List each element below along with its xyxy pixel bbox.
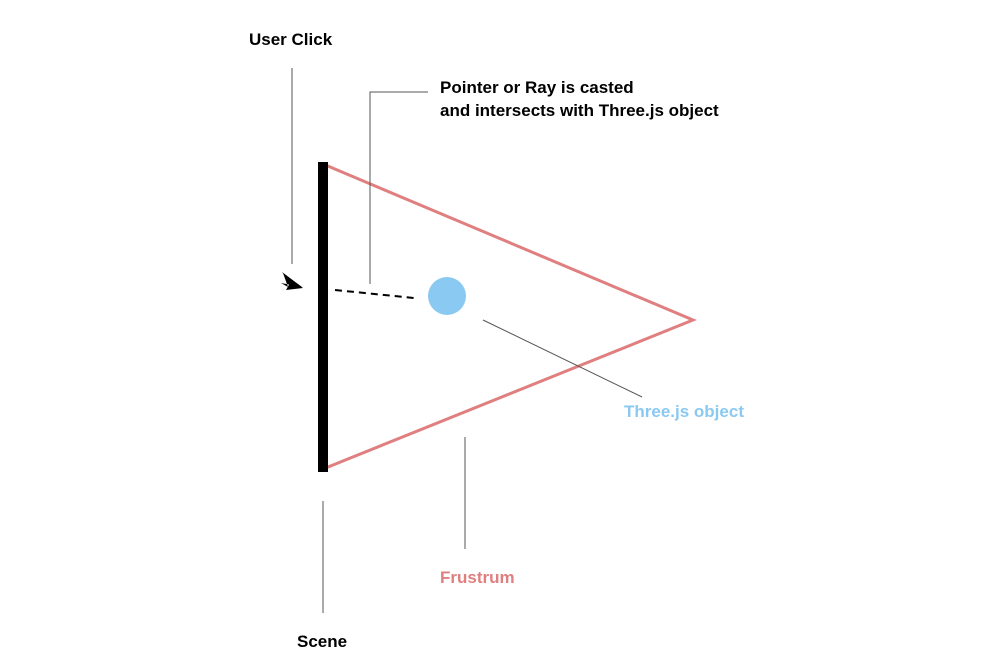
pointer-ray-label: Pointer or Ray is casted and intersects … xyxy=(440,76,719,122)
scene-label: Scene xyxy=(297,632,348,651)
threejs-object-label: Three.js object xyxy=(624,402,744,421)
threejs-object-circle xyxy=(428,277,466,315)
frustum-label: Frustrum xyxy=(440,568,515,587)
pointer-ray-label-line2: and intersects with Three.js object xyxy=(440,101,719,120)
ray-line xyxy=(334,289,415,299)
cursor-arrow-icon xyxy=(281,272,303,290)
object-leader xyxy=(482,319,643,398)
pointer-ray-label-line1: Pointer or Ray is casted xyxy=(440,78,634,97)
user-click-label: User Click xyxy=(249,30,333,49)
scene-bar xyxy=(318,162,328,472)
pointer-leader xyxy=(369,91,428,284)
frustum-shape xyxy=(321,161,697,472)
